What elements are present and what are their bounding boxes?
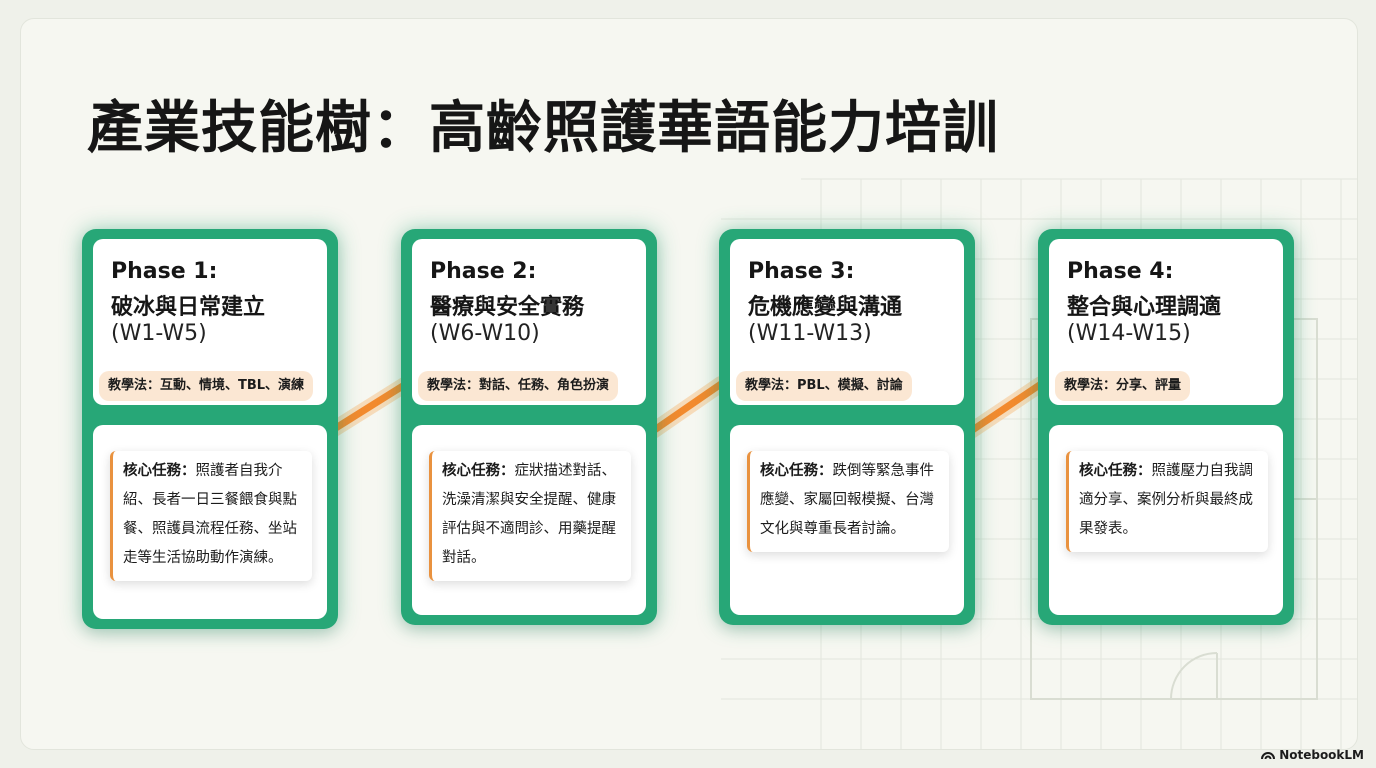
core-task-text: 跌倒等緊急事件應變、家屬回報模擬、台灣文化與尊重長者討論。 xyxy=(760,463,934,537)
core-task-text: 症狀描述對話、洗澡清潔與安全提醒、健康評估與不適問診、用藥提醒對話。 xyxy=(442,463,616,566)
core-task-note: 核心任務：照護者自我介紹、長者一日三餐餵食與點餐、照護員流程任務、坐站走等生活協… xyxy=(110,451,312,581)
phase-header: Phase 1: 破冰與日常建立 (W1-W5) 教學法：互動、情境、TBL、演… xyxy=(93,239,327,405)
phase-body: 核心任務：症狀描述對話、洗澡清潔與安全提醒、健康評估與不適問診、用藥提醒對話。 xyxy=(412,425,646,615)
notebooklm-watermark: NotebookLM xyxy=(1261,748,1364,762)
brand-name: NotebookLM xyxy=(1279,748,1364,762)
phase-body: 核心任務：照護壓力自我調適分享、案例分析與最終成果發表。 xyxy=(1049,425,1283,615)
teaching-method-badge: 教學法：分享、評量 xyxy=(1055,371,1191,401)
phase-header: Phase 2: 醫療與安全實務 (W6-W10) 教學法：對話、任務、角色扮演 xyxy=(412,239,646,405)
slide: 產業技能樹：高齡照護華語能力培訓 Phase 1: 破冰與日常建立 (W1-W5… xyxy=(20,18,1358,750)
core-task-label: 核心任務： xyxy=(123,463,196,479)
phase-weeks: (W14-W15) xyxy=(1067,321,1191,346)
phase-name: 破冰與日常建立 xyxy=(111,295,266,320)
phase-label: Phase 1: xyxy=(111,259,218,284)
phase-weeks: (W6-W10) xyxy=(430,321,540,346)
teaching-method-badge: 教學法：PBL、模擬、討論 xyxy=(736,371,912,401)
core-task-note: 核心任務：照護壓力自我調適分享、案例分析與最終成果發表。 xyxy=(1066,451,1268,552)
phase-card-4: Phase 4: 整合與心理調適 (W14-W15) 教學法：分享、評量 核心任… xyxy=(1038,229,1294,625)
core-task-note: 核心任務：症狀描述對話、洗澡清潔與安全提醒、健康評估與不適問診、用藥提醒對話。 xyxy=(429,451,631,581)
phase-label: Phase 4: xyxy=(1067,259,1174,284)
phase-name: 整合與心理調適 xyxy=(1067,295,1222,320)
phase-header: Phase 3: 危機應變與溝通 (W11-W13) 教學法：PBL、模擬、討論 xyxy=(730,239,964,405)
phase-card-3: Phase 3: 危機應變與溝通 (W11-W13) 教學法：PBL、模擬、討論… xyxy=(719,229,975,625)
page-title: 產業技能樹：高齡照護華語能力培訓 xyxy=(87,96,999,161)
phase-label: Phase 3: xyxy=(748,259,855,284)
core-task-label: 核心任務： xyxy=(1079,463,1152,479)
phase-body: 核心任務：照護者自我介紹、長者一日三餐餵食與點餐、照護員流程任務、坐站走等生活協… xyxy=(93,425,327,619)
phase-label: Phase 2: xyxy=(430,259,537,284)
phase-card-2: Phase 2: 醫療與安全實務 (W6-W10) 教學法：對話、任務、角色扮演… xyxy=(401,229,657,625)
phase-body: 核心任務：跌倒等緊急事件應變、家屬回報模擬、台灣文化與尊重長者討論。 xyxy=(730,425,964,615)
core-task-label: 核心任務： xyxy=(442,463,515,479)
teaching-method-badge: 教學法：對話、任務、角色扮演 xyxy=(418,371,619,401)
core-task-text: 照護壓力自我調適分享、案例分析與最終成果發表。 xyxy=(1079,463,1253,537)
phase-weeks: (W11-W13) xyxy=(748,321,872,346)
phase-header: Phase 4: 整合與心理調適 (W14-W15) 教學法：分享、評量 xyxy=(1049,239,1283,405)
phase-name: 危機應變與溝通 xyxy=(748,295,903,320)
notebooklm-logo-icon xyxy=(1261,752,1276,760)
core-task-text: 照護者自我介紹、長者一日三餐餵食與點餐、照護員流程任務、坐站走等生活協助動作演練… xyxy=(123,463,297,566)
phase-name: 醫療與安全實務 xyxy=(430,295,585,320)
core-task-note: 核心任務：跌倒等緊急事件應變、家屬回報模擬、台灣文化與尊重長者討論。 xyxy=(747,451,949,552)
core-task-label: 核心任務： xyxy=(760,463,833,479)
teaching-method-badge: 教學法：互動、情境、TBL、演練 xyxy=(99,371,314,401)
phase-weeks: (W1-W5) xyxy=(111,321,207,346)
phase-card-1: Phase 1: 破冰與日常建立 (W1-W5) 教學法：互動、情境、TBL、演… xyxy=(82,229,338,629)
progress-connector-line xyxy=(113,376,1069,439)
